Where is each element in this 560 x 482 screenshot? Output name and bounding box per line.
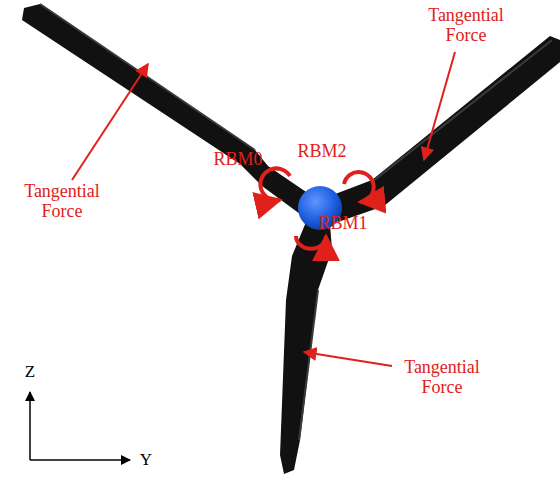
axis-arrow [30, 459, 130, 461]
force-label: Tangential Force [416, 6, 516, 46]
blade [280, 222, 332, 474]
force-label: Tangential Force [392, 358, 492, 398]
axis-arrow [29, 392, 31, 460]
force-label: Tangential Force [12, 182, 112, 222]
force-arrow [304, 352, 392, 366]
moment-arc [296, 236, 326, 249]
force-arrow [424, 52, 455, 160]
moment-label: RBM0 [213, 150, 262, 170]
moment-label: RBM1 [318, 214, 367, 234]
moment-arc [260, 168, 290, 200]
force-arrow [72, 64, 148, 180]
blade [330, 36, 560, 222]
axis-label: Y [140, 451, 152, 470]
moment-label: RBM2 [297, 142, 346, 162]
moment-arc [344, 172, 374, 202]
axis-label: Z [25, 363, 35, 382]
